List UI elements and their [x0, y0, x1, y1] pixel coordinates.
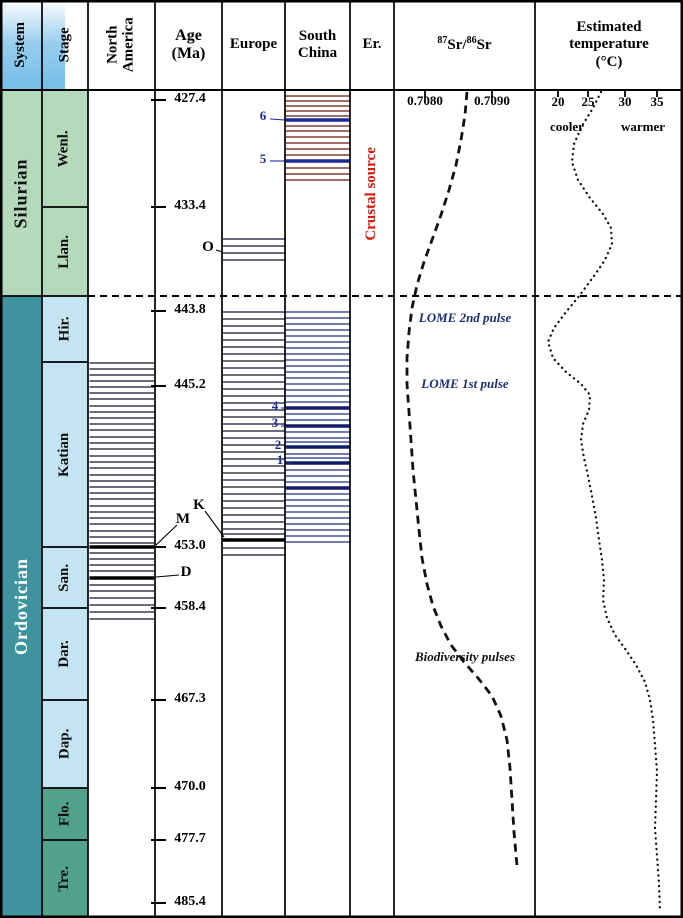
stage-band-katian: Katian: [42, 362, 88, 547]
stage-band-hir: Hir.: [42, 296, 88, 362]
stage-label-hir: Hir.: [56, 316, 73, 342]
system-band-silurian: Silurian: [0, 90, 42, 296]
stage-band-dar: Dar.: [42, 608, 88, 700]
system-label-ordovician: Ordovician: [10, 558, 31, 656]
stage-label-wenl: Wenl.: [56, 129, 73, 168]
stage-label-tre: Tre.: [56, 866, 73, 892]
stage-band-tre: Tre.: [42, 840, 88, 918]
stage-band-wenl: Wenl.: [42, 90, 88, 207]
stage-label-dap: Dap.: [56, 728, 73, 760]
stage-band-flo: Flo.: [42, 788, 88, 840]
system-label-silurian: Silurian: [10, 157, 31, 229]
stage-label-katian: Katian: [56, 432, 73, 477]
stage-band-san: San.: [42, 547, 88, 608]
stage-band-dap: Dap.: [42, 700, 88, 788]
stage-label-llan: Llan.: [56, 234, 73, 269]
stage-label-san: San.: [56, 563, 73, 592]
stage-label-dar: Dar.: [56, 640, 73, 668]
stage-label-flo: Flo.: [56, 801, 73, 827]
system-band-ordovician: Ordovician: [0, 296, 42, 918]
stage-band-llan: Llan.: [42, 207, 88, 296]
